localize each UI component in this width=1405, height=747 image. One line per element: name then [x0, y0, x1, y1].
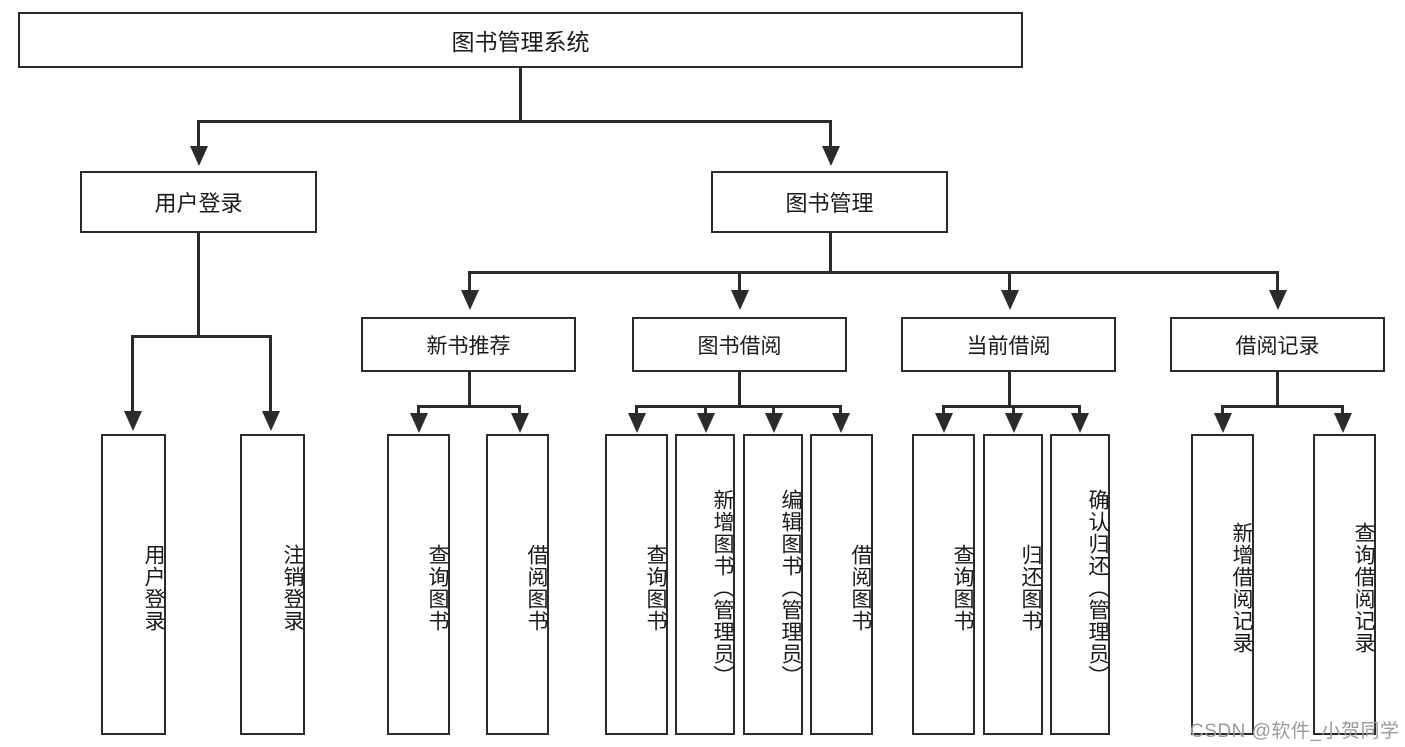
leaf-node-borrow-books-new[interactable]: 借阅图书 — [486, 434, 549, 735]
node-label: 查询借阅记录 — [1352, 521, 1375, 654]
edge-new-books-to-leaf2 — [518, 405, 521, 415]
edge-book-mgmt-to-new-books — [468, 271, 471, 290]
node-label: 查询图书 — [951, 543, 974, 632]
node-book-borrow[interactable]: 图书借阅 — [632, 317, 847, 372]
edge-book-mgmt-to-current — [1008, 271, 1011, 290]
edge-borrow-to-leaf4 — [839, 405, 842, 415]
node-label: 查询图书 — [644, 543, 667, 632]
node-root-book-management-system[interactable]: 图书管理系统 — [18, 12, 1023, 68]
leaf-node-user-login[interactable]: 用户登录 — [101, 434, 166, 735]
node-label: 当前借阅 — [966, 334, 1051, 358]
edge-new-books-bar — [417, 405, 521, 408]
arrow-borrow-to-leaf2 — [697, 413, 715, 433]
edge-user-login-stem — [197, 233, 200, 337]
arrow-borrow-to-leaf3 — [765, 413, 783, 433]
edge-current-to-leaf3 — [1078, 405, 1081, 415]
edge-records-to-leaf2 — [1341, 405, 1344, 415]
node-label: 归还图书 — [1019, 543, 1042, 632]
edge-book-mgmt-to-borrow — [738, 271, 741, 290]
node-current-borrow[interactable]: 当前借阅 — [901, 317, 1116, 372]
edge-borrow-bar — [635, 405, 839, 408]
leaf-node-edit-book-admin[interactable]: 编辑图书（管理员） — [743, 434, 803, 735]
arrow-records-to-leaf1 — [1214, 413, 1232, 433]
edge-book-mgmt-stem — [829, 233, 832, 274]
node-label: 注销登录 — [281, 543, 304, 632]
node-label: 借阅图书 — [849, 543, 872, 632]
edge-user-login-to-leaf2 — [269, 335, 272, 411]
arrow-current-to-leaf1 — [935, 413, 953, 433]
edge-user-login-bar — [131, 335, 269, 338]
node-label: 用户登录 — [154, 191, 243, 216]
edge-current-to-leaf1 — [942, 405, 945, 415]
node-new-book-recommend[interactable]: 新书推荐 — [361, 317, 576, 372]
edge-current-bar — [942, 405, 1080, 408]
arrow-book-mgmt-to-current — [1001, 290, 1019, 310]
edge-records-stem — [1276, 372, 1279, 408]
node-label: 确认归还（管理员） — [1086, 488, 1109, 687]
node-book-management[interactable]: 图书管理 — [711, 171, 948, 233]
leaf-node-query-borrow-record[interactable]: 查询借阅记录 — [1313, 434, 1376, 735]
arrow-current-to-leaf3 — [1071, 413, 1089, 433]
node-label: 编辑图书（管理员） — [779, 488, 802, 687]
edge-user-login-to-leaf1 — [131, 335, 134, 411]
edge-current-stem — [1008, 372, 1011, 408]
arrow-book-mgmt-to-borrow — [731, 290, 749, 310]
leaf-node-confirm-return-admin[interactable]: 确认归还（管理员） — [1050, 434, 1110, 735]
edge-root-stem — [519, 67, 522, 122]
node-user-login[interactable]: 用户登录 — [80, 171, 317, 233]
edge-root-to-user-login — [197, 120, 200, 146]
edge-root-bar — [197, 120, 832, 123]
edge-borrow-to-leaf1 — [635, 405, 638, 415]
arrow-user-login-to-leaf1 — [124, 411, 142, 431]
arrow-book-mgmt-to-records — [1269, 290, 1287, 310]
leaf-node-query-books-current[interactable]: 查询图书 — [912, 434, 975, 735]
arrow-root-to-book-mgmt — [822, 146, 840, 166]
node-label: 图书借阅 — [697, 334, 782, 358]
edge-current-to-leaf2 — [1012, 405, 1015, 415]
edge-borrow-to-leaf3 — [772, 405, 775, 415]
arrow-borrow-to-leaf1 — [628, 413, 646, 433]
arrow-current-to-leaf2 — [1005, 413, 1023, 433]
node-borrow-records[interactable]: 借阅记录 — [1170, 317, 1385, 372]
arrow-borrow-to-leaf4 — [832, 413, 850, 433]
watermark-text: CSDN @软件_小贺同学 — [1190, 721, 1400, 742]
edge-new-books-stem — [468, 372, 471, 408]
leaf-node-return-books[interactable]: 归还图书 — [983, 434, 1043, 735]
node-label: 查询图书 — [426, 543, 449, 632]
node-label: 新书推荐 — [426, 334, 511, 358]
edge-new-books-to-leaf1 — [417, 405, 420, 415]
edge-borrow-stem — [738, 372, 741, 408]
arrow-new-books-to-leaf1 — [410, 413, 428, 433]
leaf-node-query-books-borrow[interactable]: 查询图书 — [605, 434, 668, 735]
leaf-node-logout[interactable]: 注销登录 — [240, 434, 305, 735]
arrow-root-to-user-login — [190, 146, 208, 166]
edge-root-to-book-mgmt — [829, 120, 832, 146]
leaf-node-add-borrow-record[interactable]: 新增借阅记录 — [1191, 434, 1254, 735]
node-label: 新增图书（管理员） — [711, 488, 734, 687]
node-label: 借阅图书 — [525, 543, 548, 632]
node-label: 图书管理 — [785, 191, 874, 216]
edge-book-mgmt-bar — [468, 271, 1279, 274]
node-label: 图书管理系统 — [451, 29, 590, 55]
arrow-new-books-to-leaf2 — [511, 413, 529, 433]
node-label: 新增借阅记录 — [1230, 521, 1253, 654]
arrow-book-mgmt-to-new-books — [461, 290, 479, 310]
node-label: 用户登录 — [142, 543, 165, 632]
node-label: 借阅记录 — [1235, 334, 1320, 358]
leaf-node-add-book-admin[interactable]: 新增图书（管理员） — [675, 434, 735, 735]
edge-book-mgmt-to-records — [1276, 271, 1279, 290]
arrow-records-to-leaf2 — [1334, 413, 1352, 433]
arrow-user-login-to-leaf2 — [262, 411, 280, 431]
edge-records-to-leaf1 — [1221, 405, 1224, 415]
edge-borrow-to-leaf2 — [704, 405, 707, 415]
leaf-node-borrow-books[interactable]: 借阅图书 — [810, 434, 873, 735]
leaf-node-query-books-new[interactable]: 查询图书 — [387, 434, 450, 735]
edge-records-bar — [1221, 405, 1344, 408]
